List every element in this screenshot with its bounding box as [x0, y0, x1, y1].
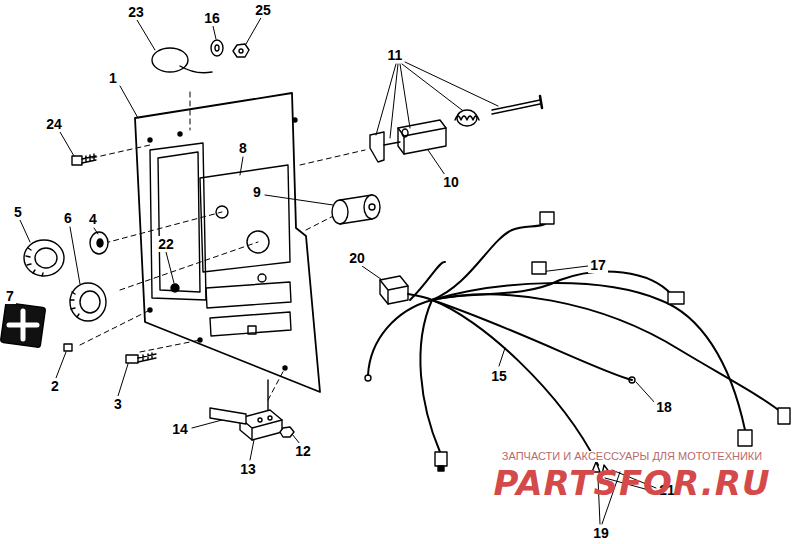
callout-number: 15 — [489, 368, 509, 384]
callout-number: 12 — [293, 443, 313, 459]
callout-number: 6 — [62, 210, 74, 226]
watermark-logo: PARTSFOR.RU — [493, 466, 770, 500]
watermark-text: ЗАПЧАСТИ И АКСЕССУАРЫ ДЛЯ МОТОТЕХНИКИ — [500, 451, 764, 462]
callout-number: 25 — [253, 2, 273, 18]
callout-number: 13 — [238, 461, 258, 477]
callout-number: 10 — [441, 174, 461, 190]
callout-number: 1 — [107, 70, 119, 86]
callout-number: 24 — [44, 116, 64, 132]
callout-number: 2 — [49, 378, 61, 394]
callout-number: 16 — [202, 10, 222, 26]
callout-number: 14 — [170, 421, 190, 437]
callout-number: 11 — [386, 47, 405, 63]
callout-number: 5 — [12, 204, 24, 220]
callout-number: 3 — [112, 396, 124, 412]
callout-number: 9 — [251, 184, 263, 200]
callout-number: 7 — [4, 288, 16, 304]
callout-number: 17 — [588, 257, 608, 273]
callout-number: 8 — [237, 140, 249, 156]
callout-number: 23 — [126, 4, 146, 20]
callout-number: 19 — [591, 525, 611, 541]
callout-number: 22 — [156, 236, 176, 252]
callout-number: 20 — [347, 250, 367, 266]
callout-number: 18 — [654, 399, 674, 415]
callout-number: 4 — [87, 211, 99, 227]
